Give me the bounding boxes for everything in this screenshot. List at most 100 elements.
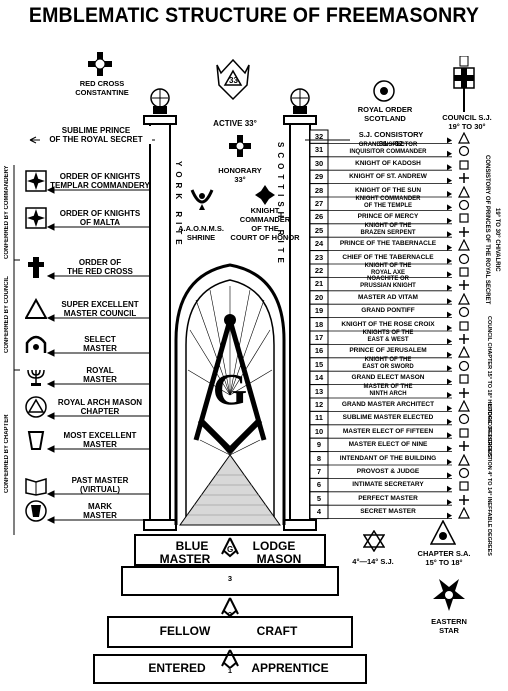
scottish-degree-emblem-icon (458, 466, 470, 479)
scottish-arrow-head (447, 445, 452, 452)
rays (187, 286, 273, 396)
steps (93, 534, 367, 684)
sunburst (199, 431, 261, 456)
scottish-degree-number: 15 (314, 359, 324, 369)
scottish-group-council-chapter: COUNCIL CHAPTER 15° TO 18° HISTORIC RELI… (486, 316, 492, 458)
scottish-degree-number: 8 (316, 453, 322, 463)
fellow-right: CRAFT (256, 624, 298, 638)
scottish-degree-emblem-icon (458, 386, 470, 398)
scottish-degree-number: 29 (314, 172, 324, 182)
entered-right: APPRENTICE (251, 661, 329, 675)
svg-text:33: 33 (229, 76, 238, 85)
scottish-degree-label: INTENDANT OF THE BUILDING (339, 454, 437, 462)
scottish-degree-emblem-icon (458, 332, 470, 344)
maltese-cross-icon (25, 170, 47, 192)
scottish-arrow-head (447, 392, 452, 398)
scottish-degree-emblem-icon (458, 158, 470, 170)
honorary-33-label: HONORARY 33° (218, 166, 262, 184)
latin-cross-icon (25, 256, 47, 278)
scottish-degree-label: KNIGHT OF THE ROYAL AXE (364, 263, 412, 276)
scottish-arrow-head (447, 472, 452, 479)
scottish-degree-emblem-icon (458, 252, 470, 264)
scottish-degree-label: GRAND ELECT MASON (351, 374, 425, 382)
york-degree-label: MARK MASTER (83, 502, 117, 520)
scottish-degree-number: 10 (314, 426, 324, 436)
knight-commander-label: KNIGHT COMMANDER OF THE COURT OF HONOR (230, 206, 300, 242)
scottish-arrow-head (447, 405, 452, 412)
scottish-degree-label: INTIMATE SECRETARY (352, 481, 424, 489)
pillar-globe-left-icon (150, 88, 170, 114)
scottish-degree-number: 20 (314, 292, 324, 302)
scottish-arrow-head (447, 499, 452, 506)
scottish-degree-number: 30 (314, 158, 324, 168)
scottish-degree-label: MASTER ELECT OF NINE (348, 441, 428, 449)
scottish-degree-number: 24 (314, 239, 324, 249)
scottish-arrow-head (447, 231, 452, 238)
triangle-trowel-icon (24, 297, 48, 320)
scottish-arrow-head (447, 459, 452, 465)
eastern-star-icon (432, 578, 466, 612)
scottish-degree-emblem-icon (458, 479, 470, 491)
scottish-degree-number: 17 (314, 333, 324, 342)
scottish-arrow-head (447, 311, 452, 318)
menorah-icon (25, 364, 47, 386)
entered-left: ENTERED (148, 661, 206, 675)
scottish-degree-label: PRINCE OF THE TABERNACLE (339, 240, 437, 248)
scottish-table-lines (309, 129, 452, 520)
york-degree-label: ORDER OF KNIGHTS OF MALTA (59, 209, 141, 227)
scottish-degree-number: 16 (314, 346, 324, 356)
step-num-2: 2 (227, 610, 233, 619)
scottish-arrow-head (447, 204, 452, 211)
scottish-degree-emblem-icon (458, 345, 470, 358)
york-arrow-head (46, 412, 55, 420)
pyramid (179, 454, 281, 526)
master-left: MASTER (159, 552, 211, 566)
honorary-33-icon (229, 135, 251, 157)
scottish-degree-emblem-icon (458, 453, 470, 466)
scottish-degree-emblem-icon (458, 171, 470, 184)
york-rite-label: YORK RITE (174, 160, 183, 250)
york-degree-label: ORDER OF THE RED CROSS (67, 258, 133, 276)
scottish-group-chivalric: 19° TO 30° CHIVALRIC (494, 208, 500, 272)
scottish-degree-emblem-icon (458, 426, 470, 438)
scottish-degree-number: 6 (316, 480, 322, 490)
scottish-degree-emblem-icon (458, 412, 470, 425)
scottish-arrow-head (447, 177, 452, 184)
scottish-degree-label: MASTER AD VITAM (358, 293, 418, 301)
scottish-degree-label: KNIGHT OF THE SUN (354, 186, 422, 194)
knight-commander-icon (255, 185, 275, 205)
royal-order-scotland-label: ROYAL ORDER SCOTLAND (357, 105, 413, 123)
center-letter-g: G (212, 365, 248, 414)
scottish-degree-label: MASTER OF THE NINTH ARCH (363, 383, 413, 397)
scottish-arrow-head (447, 338, 452, 345)
york-group-chapter: CONFERRED BY CHAPTER (4, 414, 10, 494)
scottish-group-lodge-perfection: LODGE OF PERFECTION 4° TO 14° INEFFABLE … (486, 404, 492, 556)
scottish-degree-label: SUBLIME MASTER ELECTED (342, 414, 434, 422)
york-arrow-head (46, 272, 55, 280)
council-sj-label: COUNCIL S.J. 19° TO 30° (442, 113, 492, 131)
scottish-degree-emblem-icon (458, 305, 470, 318)
york-arrow-head (46, 380, 55, 388)
scottish-degree-emblem-icon (458, 198, 470, 211)
fellow-left: FELLOW (159, 624, 211, 638)
open-book-icon (25, 474, 47, 496)
scottish-degree-number: 4 (316, 507, 322, 517)
chapter-sa-icon (429, 519, 457, 546)
scottish-degree-emblem-icon (458, 319, 470, 331)
scottish-degree-label: KNIGHT COMMANDER OF THE TEMPLE (355, 196, 421, 209)
scottish-arrow-head (447, 365, 452, 372)
maltese-cross-icon (25, 207, 47, 229)
square-compass-icon (193, 319, 267, 455)
double-eagle-icon: 33 (215, 55, 251, 105)
left-pillar (143, 115, 177, 531)
scottish-degree-emblem-icon (458, 225, 470, 237)
scottish-degree-label: KNIGHTS OF THE EAST & WEST (362, 330, 414, 343)
scottish-degree-number: 9 (316, 440, 322, 450)
scottish-arrow-head (447, 258, 452, 264)
scottish-degree-number: 19 (314, 306, 324, 316)
arch-icon (25, 333, 47, 355)
york-degree-label: SELECT MASTER (83, 335, 117, 353)
scottish-arrow-head (447, 217, 452, 224)
scottish-degree-emblem-icon (458, 439, 470, 452)
scottish-degree-emblem-icon (458, 372, 470, 384)
